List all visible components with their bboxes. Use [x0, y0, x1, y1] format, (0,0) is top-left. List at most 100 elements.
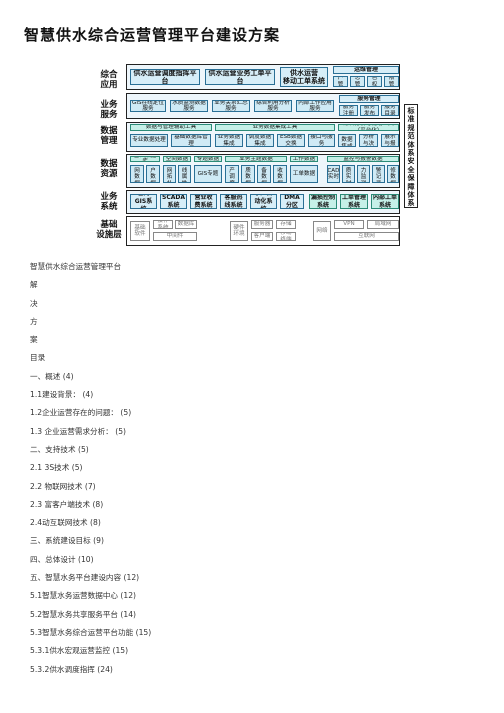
- mgmt-group-box: 业务数据集成工具: [215, 124, 335, 131]
- infra-box: 局域网: [367, 220, 399, 229]
- res-box: GIS专题: [194, 165, 222, 183]
- infra-box: 存储: [276, 220, 296, 229]
- biz-box: 营业收费系统: [190, 194, 217, 209]
- mgmt-group-box: 数据与管理辅助工具: [130, 124, 212, 131]
- res-group-box: 工作数据: [290, 156, 318, 162]
- infra-box: 互联网: [334, 232, 399, 241]
- res-box: 工单数据: [290, 165, 318, 183]
- toc-line: 1.2企业运营存在的问题： (5): [30, 408, 132, 418]
- res-box: 设备数据: [257, 165, 271, 183]
- toc-line: 2.2 物联网技术 (7): [30, 481, 96, 491]
- mgmt-box: 业务数据集成: [215, 134, 243, 147]
- res-box: 管网数据: [130, 165, 144, 183]
- workorder-platform-box: 供水运营业务工单平台: [205, 69, 275, 85]
- service-sub-box: 服务目录: [381, 105, 399, 116]
- infra-box: VPN: [334, 220, 364, 229]
- toc-line: 五、智慧水务平台建设内容 (12): [30, 573, 140, 583]
- toc-line: 5.2智慧水务共享服务平台 (14): [30, 609, 137, 619]
- toc-line: 2.4动互联网技术 (8): [30, 518, 101, 528]
- mgmt-box: ESB数据交换: [277, 134, 305, 147]
- res-box: 压力监测: [357, 165, 370, 183]
- res-box: 水质实时: [342, 165, 355, 183]
- table-of-contents: 智慧供水综合运营管理平台 解 决 方 案 目录 一、概述 (4) 1.1建设背景…: [30, 258, 480, 679]
- service-box: 内部工作应用服务: [296, 100, 334, 112]
- res-box: 水质数据: [241, 165, 255, 183]
- biz-box: 工单管理系统: [340, 194, 368, 209]
- toc-line: 二、支持技术 (5): [30, 444, 89, 454]
- toc-line: 5.3.1供水宏观运营监控 (15): [30, 646, 129, 656]
- mgmt-box: 数据分析与决策: [359, 134, 378, 147]
- architecture-diagram: 综合应用 业务服务 数据管理 数据资源 业务系统 基础设施层 供水运营调度指挥平…: [90, 60, 420, 248]
- mgmt-box: 专业数据处理: [130, 134, 168, 147]
- business-systems-layer: 管网GIS系统 SCADA系统 营业收费系统 客服热线系统 水厂自动化系统 DM…: [126, 190, 400, 214]
- toc-line: 案: [30, 335, 38, 345]
- mgmt-box: 调度数据集成: [246, 134, 274, 147]
- ops-sub-box: 权限管理: [384, 76, 399, 87]
- infra-box: 移动终端: [276, 232, 296, 241]
- infra-box: 基础软件: [130, 221, 150, 241]
- layer-label-app: 综合应用: [100, 70, 118, 90]
- layer-label-infra: 基础设施层: [96, 220, 122, 240]
- res-box: SCADA实时: [327, 165, 340, 183]
- ops-sub-box: 日志管理: [350, 76, 365, 87]
- toc-line: 5.3智慧水务综合运营平台功能 (15): [30, 627, 152, 637]
- service-box: GIS在线定位服务: [130, 100, 166, 112]
- layer-label-data-mgmt: 数据管理: [100, 126, 118, 146]
- res-box: 管网拓扑: [163, 165, 176, 183]
- document-title: 智慧供水综合运营管理平台建设方案: [24, 26, 281, 44]
- biz-box: 内部工单系统: [371, 194, 399, 209]
- toc-line: 方: [30, 316, 38, 326]
- toc-line: 1.3 企业运营需求分析： (5): [30, 426, 127, 436]
- toc-line: 1.1建设背景： (4): [30, 390, 94, 400]
- infra-box: 数据库: [175, 220, 197, 229]
- data-resources-layer: 基础数据库 空间数据 专题数据 业务主题数据 工作数据 监控与报警数据 管网数据…: [126, 154, 400, 188]
- mgmt-box: 数据展示与报表: [381, 134, 399, 147]
- res-group-box: 业务主题数据: [225, 156, 287, 162]
- toc-line: 目录: [30, 353, 46, 363]
- biz-box: 管网GIS系统: [130, 194, 157, 209]
- res-box: 营收数据: [273, 165, 287, 183]
- toc-line: 2.3 富客户端技术 (8): [30, 499, 104, 509]
- ops-mgmt-box: 运维管理: [333, 66, 399, 74]
- dispatch-platform-box: 供水运营调度指挥平台: [130, 69, 200, 85]
- res-group-box: 监控与报警数据: [327, 156, 399, 162]
- infra-box: 硬件环境: [230, 221, 248, 241]
- service-sub-box: 服务注册: [339, 105, 358, 116]
- toc-line: 5.3.2供水调度指挥 (24): [30, 664, 113, 674]
- infra-box: 中间件: [153, 232, 197, 241]
- res-box: 管线属性: [178, 165, 191, 183]
- service-box: 综合利用分析服务: [254, 100, 292, 112]
- toc-line: 一、概述 (4): [30, 371, 74, 381]
- service-mgmt-box: 服务管理: [339, 95, 399, 103]
- service-box: 水质监测数据服务: [170, 100, 208, 112]
- toc-line: 三、系统建设目标 (9): [30, 536, 104, 546]
- toc-line: 决: [30, 298, 38, 308]
- biz-box: 漏损控制系统: [309, 194, 337, 209]
- service-box: 业务关系汇总服务: [212, 100, 250, 112]
- res-box: 报警记录: [372, 165, 385, 183]
- service-sub-box: 服务发布: [360, 105, 379, 116]
- service-layer: GIS在线定位服务 水质监测数据服务 业务关系汇总服务 综合利用分析服务 内部工…: [126, 93, 400, 119]
- infrastructure-layer: 基础软件 操作系统 数据库 中间件 硬件环境 服务器 存储 客户端 移动终端 网…: [126, 216, 400, 246]
- application-layer: 供水运营调度指挥平台 供水运营业务工单平台 供水运营 移动工单系统 运维管理 用…: [126, 64, 400, 90]
- res-group-box: 空间数据: [163, 156, 191, 162]
- infra-box: 服务器: [251, 220, 273, 229]
- res-group-box: 基础数据库: [130, 156, 160, 162]
- res-box: 生产调度: [225, 165, 239, 183]
- res-box: 用户数据: [146, 165, 160, 183]
- layer-label-biz-sys: 业务系统: [100, 192, 118, 212]
- res-group-box: 专题数据: [194, 156, 222, 162]
- mgmt-box: 接口与服务: [308, 134, 335, 147]
- infra-box: 网络: [313, 221, 331, 241]
- mgmt-group-box: 综合分析与辅助工具（平台化）: [338, 124, 399, 131]
- toc-line: 5.1智慧水务运营数据中心 (12): [30, 591, 137, 601]
- toc-line: 解: [30, 280, 38, 290]
- biz-box: DMA分区: [280, 194, 304, 209]
- layer-label-data-res: 数据资源: [100, 159, 118, 179]
- infra-box: 客户端: [251, 232, 273, 241]
- toc-line: 智慧供水综合运营管理平台: [30, 262, 122, 271]
- toc-line: 四、总体设计 (10): [30, 554, 94, 564]
- biz-box: 客服热线系统: [220, 194, 247, 209]
- standards-security-sidebar: 标准规范体系安全保障体系: [404, 104, 418, 208]
- layer-label-service: 业务服务: [100, 100, 118, 120]
